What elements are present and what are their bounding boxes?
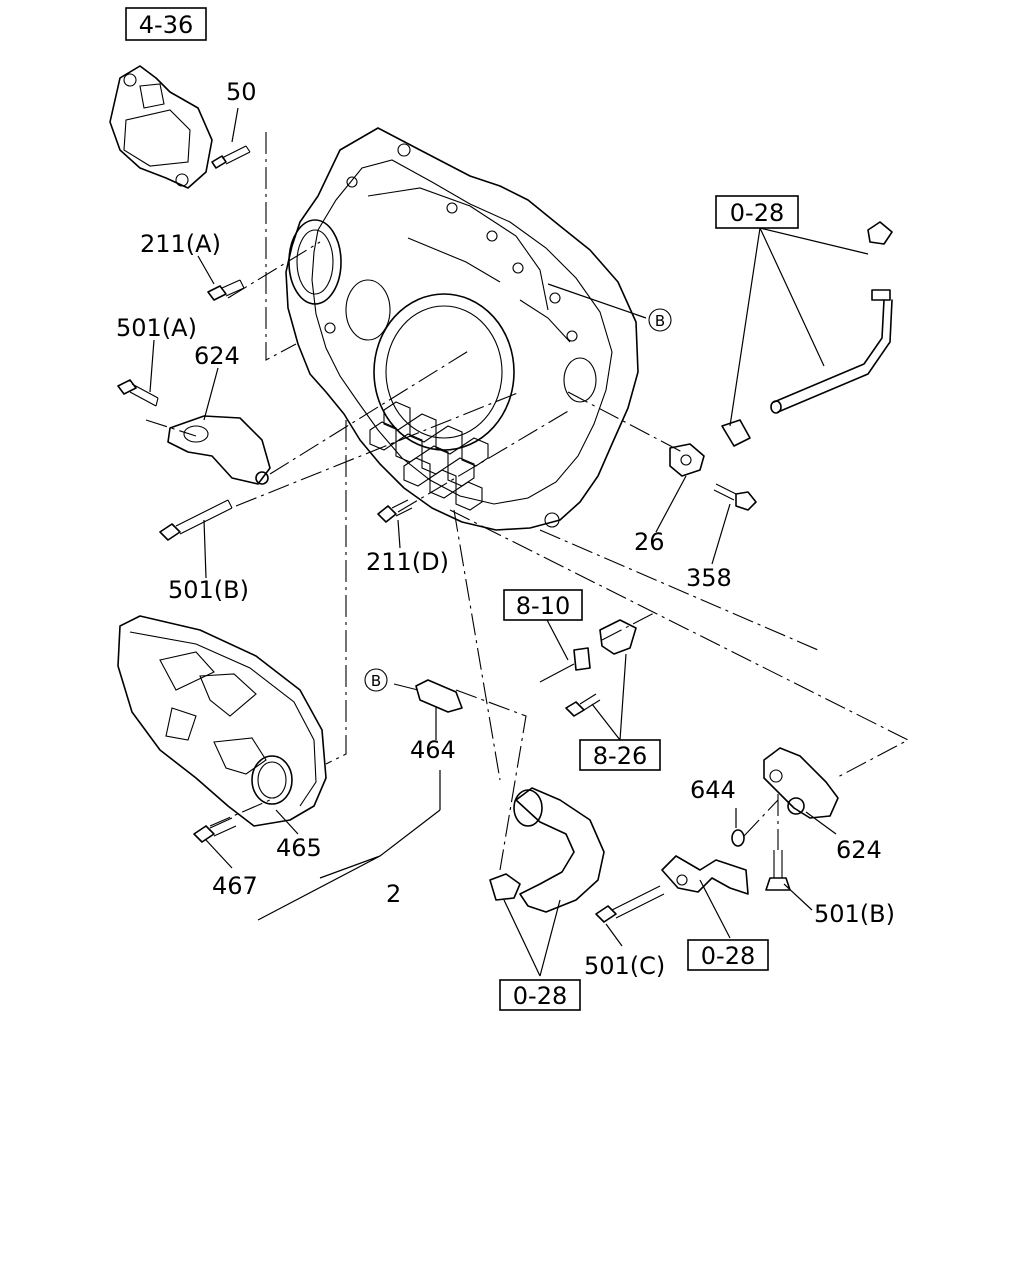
label-501b-right: 501(B) bbox=[814, 900, 895, 928]
bolt-501c bbox=[595, 885, 665, 923]
ref-0-28-right-text: 0-28 bbox=[701, 942, 755, 970]
cover-plate bbox=[117, 615, 327, 827]
marker-b-2-text: B bbox=[371, 672, 381, 690]
label-50: 50 bbox=[226, 78, 257, 106]
ref-box-0-28-lower[interactable]: 0-28 bbox=[499, 979, 581, 1011]
label-624-left: 624 bbox=[194, 342, 240, 370]
label-464: 464 bbox=[410, 736, 456, 764]
pipe-assembly-upper bbox=[721, 221, 893, 447]
label-467: 467 bbox=[212, 872, 258, 900]
pipe-clamp bbox=[661, 855, 749, 895]
ref-box-4-36[interactable]: 4-36 bbox=[125, 7, 207, 41]
bolt-358 bbox=[713, 483, 757, 511]
label-211d: 211(D) bbox=[366, 548, 449, 576]
alignment-lines bbox=[145, 132, 910, 871]
ref-0-28-lower-text: 0-28 bbox=[513, 982, 567, 1010]
ref-box-8-26[interactable]: 8-26 bbox=[579, 739, 661, 771]
label-501c: 501(C) bbox=[584, 952, 665, 980]
bolt-501b-right bbox=[765, 850, 791, 891]
ref-box-8-10[interactable]: 8-10 bbox=[503, 589, 583, 621]
bolt-211d bbox=[377, 499, 413, 523]
label-465: 465 bbox=[276, 834, 322, 862]
marker-b-1: B bbox=[648, 308, 672, 332]
honeycomb-ribs bbox=[369, 401, 489, 511]
label-624-right: 624 bbox=[836, 836, 882, 864]
marker-b-1-text: B bbox=[655, 312, 665, 330]
fitting-464 bbox=[393, 679, 463, 713]
label-501a: 501(A) bbox=[116, 314, 197, 342]
ref-8-10-text: 8-10 bbox=[516, 592, 570, 620]
crank-sensor bbox=[539, 619, 637, 717]
ref-0-28-upper-text: 0-28 bbox=[730, 199, 784, 227]
bracket-624-left bbox=[167, 415, 271, 485]
label-501b-left: 501(B) bbox=[168, 576, 249, 604]
bolt-211a bbox=[207, 279, 245, 301]
label-2: 2 bbox=[386, 880, 401, 908]
washer-644 bbox=[731, 829, 745, 847]
ref-8-26-text: 8-26 bbox=[593, 742, 647, 770]
leader-lines bbox=[149, 107, 869, 977]
valve-assembly bbox=[109, 65, 213, 189]
hose bbox=[489, 787, 605, 913]
ref-4-36-text: 4-36 bbox=[139, 11, 193, 39]
ref-box-0-28-right[interactable]: 0-28 bbox=[687, 939, 769, 971]
bolt-501b-left bbox=[159, 499, 233, 541]
flywheel-housing bbox=[285, 127, 639, 531]
bolt-467 bbox=[193, 817, 237, 843]
label-358: 358 bbox=[686, 564, 732, 592]
label-211a: 211(A) bbox=[140, 230, 221, 258]
ref-box-0-28-upper[interactable]: 0-28 bbox=[715, 195, 799, 229]
sensor-26 bbox=[669, 443, 705, 477]
label-644: 644 bbox=[690, 776, 736, 804]
label-26: 26 bbox=[634, 528, 665, 556]
bolt-50 bbox=[211, 145, 251, 169]
marker-b-2: B bbox=[364, 668, 388, 692]
bracket-624-right bbox=[763, 747, 839, 819]
bolt-501a bbox=[117, 379, 159, 407]
